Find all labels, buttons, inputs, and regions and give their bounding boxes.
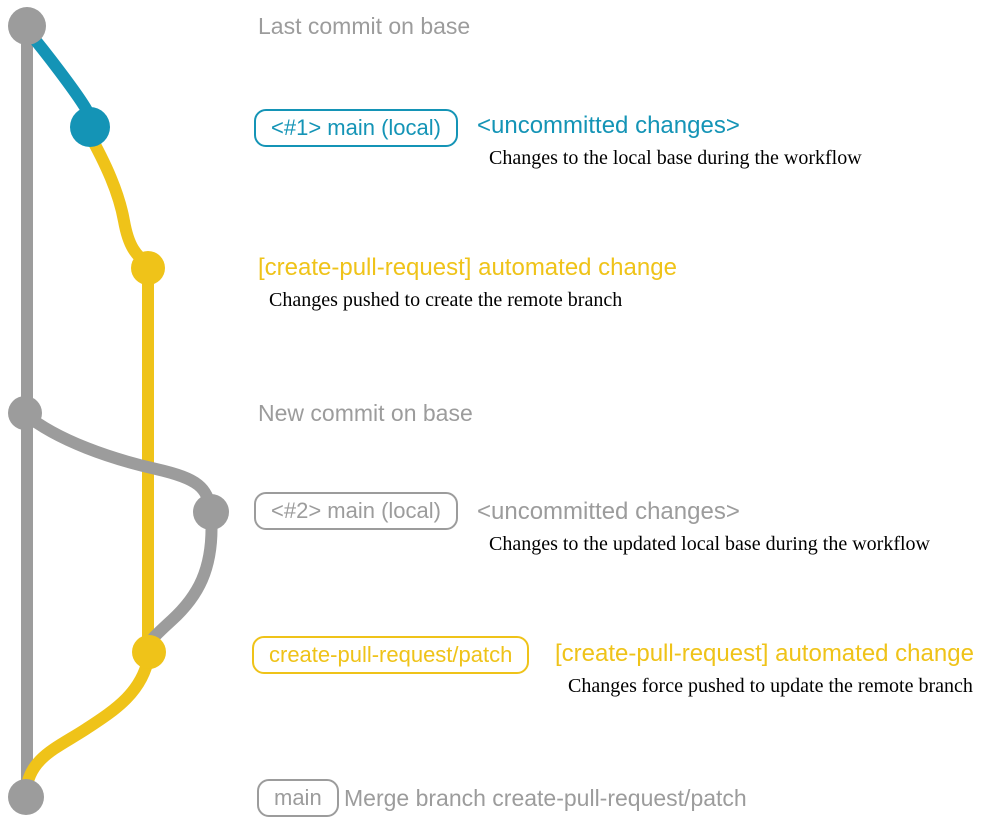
patch-branch-edge-top [82,126,154,271]
commit-dot-new-commit-on-base [8,396,42,430]
label-last-commit-on-base: Last commit on base [258,13,471,39]
commit-dot-local-main-2 [193,494,229,530]
badge-main-local-1: <#1> main (local) [254,109,458,147]
commit-dot-automated-change-1 [131,251,165,285]
label-merge-branch: Merge branch create-pull-request/patch [344,785,747,811]
badge-main-local-2: <#2> main (local) [254,492,458,530]
commit-dot-automated-change-2 [132,635,166,669]
commit-dot-local-main-1 [70,107,110,147]
description-uncommitted-changes-2: Changes to the updated local base during… [489,533,930,555]
label-new-commit-on-base: New commit on base [258,400,473,426]
local-change-edge-2 [19,408,217,515]
description-uncommitted-changes-1: Changes to the local base during the wor… [489,147,862,169]
heading-uncommitted-changes-1: <uncommitted changes> [477,112,740,139]
heading-uncommitted-changes-2: <uncommitted changes> [477,498,740,525]
patch-merge-edge [20,649,155,799]
heading-automated-change-2: [create-pull-request] automated change [555,640,974,667]
git-graph [8,7,229,815]
heading-automated-change-1: [create-pull-request] automated change [258,254,677,281]
badge-create-pull-request-patch: create-pull-request/patch [252,636,530,674]
commit-dot-last-commit-on-base [8,7,46,45]
description-automated-change-1: Changes pushed to create the remote bran… [269,289,623,311]
force-push-edge [144,508,218,653]
badge-main: main [257,779,339,817]
description-automated-change-2: Changes force pushed to update the remot… [568,675,973,697]
commit-dot-merge-commit [8,779,44,815]
